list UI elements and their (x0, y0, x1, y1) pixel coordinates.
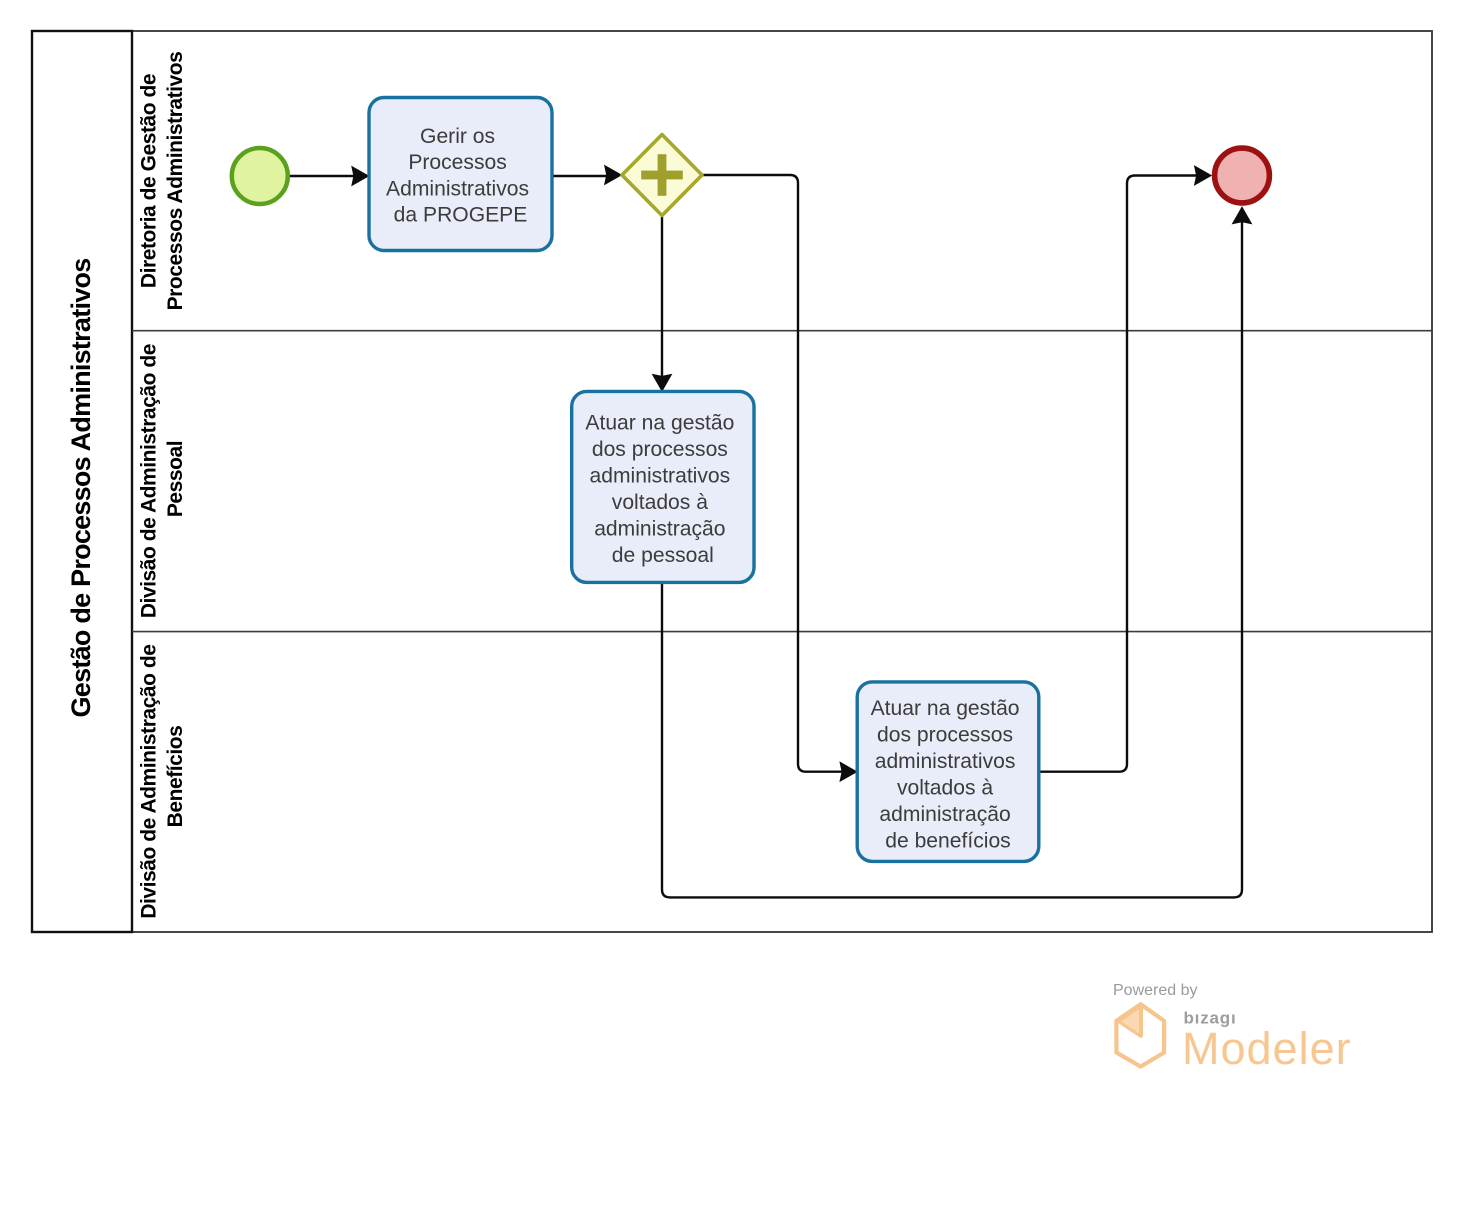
svg-text:Atuar na gestão dos proces: Atuar na gestão dos processos administra… (585, 412, 740, 568)
svg-text:Gerir os Processos Adm: Gerir os Processos Administrativos da PR… (386, 125, 535, 227)
svg-text:Modeler: Modeler (1182, 1023, 1352, 1074)
svg-text:Pessoal: Pessoal (164, 441, 187, 517)
svg-text:Atuar na gestão dos proces: Atuar na gestão dos processos administra… (871, 697, 1026, 853)
svg-text:Divisão de Administração de: Divisão de Administração de (138, 645, 161, 919)
svg-text:Benefícios: Benefícios (164, 726, 187, 828)
svg-text:bızagı: bızagı (1184, 1009, 1237, 1028)
svg-text:Processos Administrativos: Processos Administrativos (164, 52, 187, 311)
svg-text:Powered by: Powered by (1113, 982, 1198, 999)
svg-text:Diretoria de Gestão de: Diretoria de Gestão de (138, 74, 161, 288)
svg-text:Divisão de Administração de: Divisão de Administração de (138, 344, 161, 618)
svg-text:Gestão de Processos Administra: Gestão de Processos Administrativos (66, 259, 96, 718)
